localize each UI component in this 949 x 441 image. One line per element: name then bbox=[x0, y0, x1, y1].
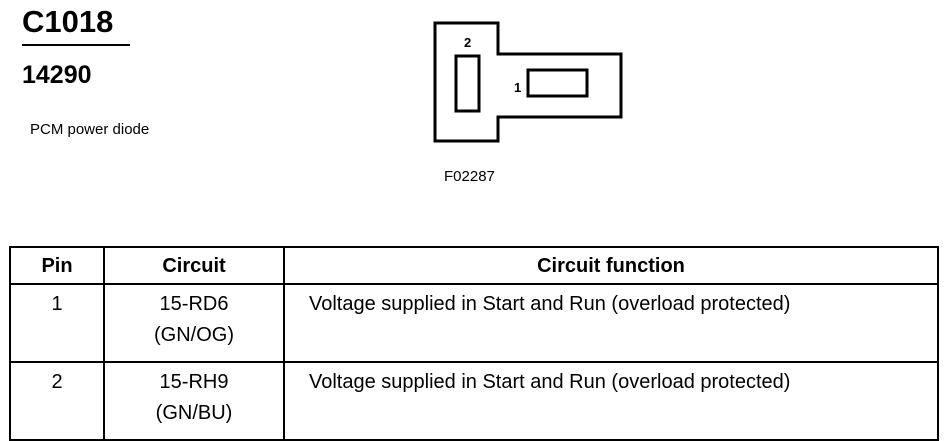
circuit-cell: 15-RD6 (GN/OG) bbox=[103, 283, 285, 363]
circuit-cell: 15-RH9 (GN/BU) bbox=[103, 361, 285, 441]
connector-id: C1018 bbox=[22, 4, 114, 39]
column-header-circuit: Circuit bbox=[103, 246, 285, 285]
pin-1-terminal bbox=[526, 68, 589, 98]
table-header-row: Pin Circuit Circuit function bbox=[9, 246, 939, 285]
circuit-number: 15-RD6 bbox=[159, 293, 229, 315]
column-header-pin: Pin bbox=[9, 246, 105, 285]
pin-2-label: 2 bbox=[464, 35, 471, 50]
circuit-function-cell: Voltage supplied in Start and Run (overl… bbox=[283, 361, 939, 441]
pin-cell: 2 bbox=[9, 361, 105, 441]
circuit-wire-color: (GN/BU) bbox=[155, 402, 233, 424]
figure-code: F02287 bbox=[444, 168, 495, 185]
pinout-table: Pin Circuit Circuit function 1 15-RD6 (G… bbox=[9, 246, 939, 441]
circuit-number: 15-RH9 bbox=[159, 371, 229, 393]
connector-housing-outline bbox=[433, 21, 623, 143]
part-number: 14290 bbox=[22, 61, 92, 89]
pin-2-terminal bbox=[454, 54, 481, 113]
connector-face-svg: 2 1 bbox=[433, 21, 623, 143]
column-header-circuit-function: Circuit function bbox=[283, 246, 939, 285]
connector-description: PCM power diode bbox=[30, 121, 150, 138]
circuit-function-cell: Voltage supplied in Start and Run (overl… bbox=[283, 283, 939, 363]
table-row: 2 15-RH9 (GN/BU) Voltage supplied in Sta… bbox=[9, 361, 939, 441]
pin-1-label: 1 bbox=[514, 80, 521, 95]
title-underline bbox=[22, 44, 130, 46]
circuit-wire-color: (GN/OG) bbox=[154, 324, 234, 346]
table-row: 1 15-RD6 (GN/OG) Voltage supplied in Sta… bbox=[9, 283, 939, 363]
pin-cell: 1 bbox=[9, 283, 105, 363]
connector-face-diagram: 2 1 bbox=[432, 20, 632, 145]
